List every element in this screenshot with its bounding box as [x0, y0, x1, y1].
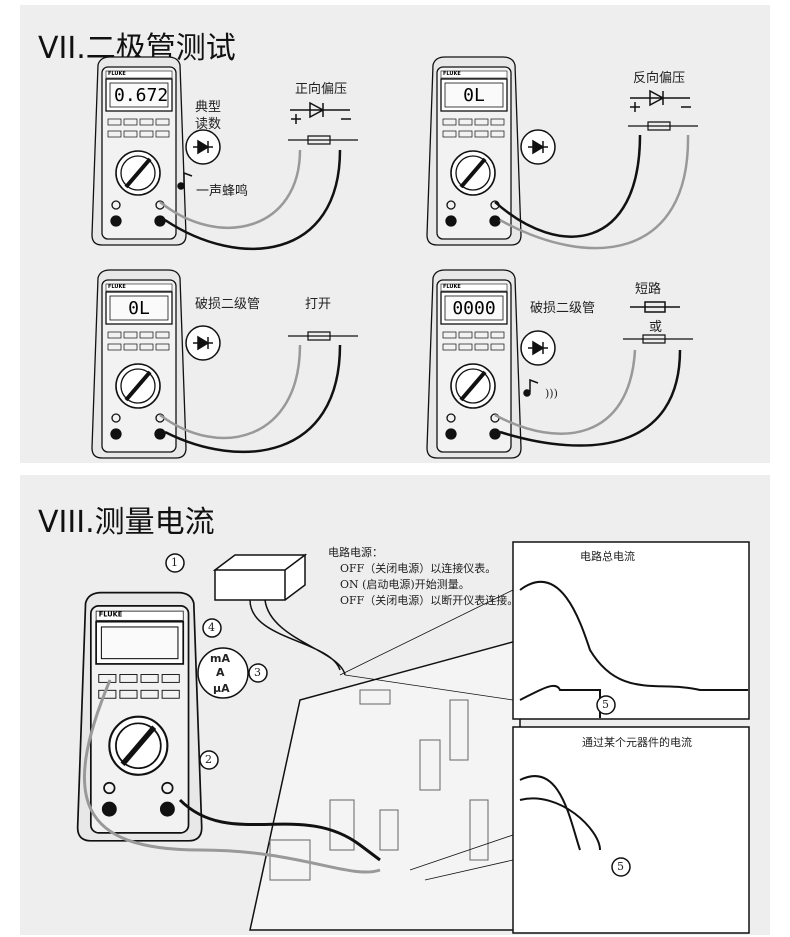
label: 打开	[305, 297, 332, 312]
inset-component-current	[512, 726, 750, 934]
music-note-icon	[183, 171, 193, 185]
brand-logo: FLUKE	[443, 284, 461, 290]
brand-logo: FLUKE	[108, 284, 126, 290]
multimeter: FLUKE	[75, 590, 204, 849]
brand-logo: FLUKE	[108, 71, 126, 77]
display-reading: 0L	[128, 298, 150, 319]
callout: 1	[171, 556, 178, 569]
display-reading: 0L	[463, 85, 485, 106]
diode-icon	[185, 129, 556, 366]
label: 短路	[635, 282, 662, 297]
multimeter: FLUKE 0000	[425, 268, 523, 464]
unit: μA	[213, 682, 230, 695]
label: 反向偏压	[633, 71, 686, 86]
beep-waves: )))	[545, 387, 558, 400]
step: OFF（关闭电源）以连接仪表。	[340, 562, 497, 575]
unit: A	[216, 666, 225, 679]
label: 一声蜂鸣	[196, 184, 249, 199]
inset-total-current	[512, 541, 750, 720]
multimeter: FLUKE 0L	[90, 268, 188, 464]
inset-title: 通过某个元器件的电流	[582, 736, 692, 749]
brand-logo: FLUKE	[98, 611, 123, 620]
callout: 4	[208, 621, 215, 634]
callout: 2	[205, 753, 212, 766]
label: 典型	[195, 100, 222, 115]
brand-logo: FLUKE	[443, 71, 461, 77]
diode-symbol	[290, 101, 350, 119]
display-reading: 0.672	[114, 85, 169, 106]
label: 破损二级管	[530, 301, 596, 316]
power-title: 电路电源：	[328, 546, 383, 559]
multimeter: FLUKE 0L	[425, 55, 523, 251]
callout: 5	[617, 860, 624, 873]
display-reading: 0000	[452, 298, 496, 319]
inset-title: 电路总电流	[580, 550, 635, 563]
label: 读数	[195, 117, 222, 132]
label: 或	[649, 320, 663, 335]
section-title: VIII.测量电流	[38, 505, 215, 540]
multimeter: FLUKE 0.672	[90, 55, 188, 251]
callout: 3	[254, 666, 261, 679]
step: OFF（关闭电源）以断开仪表连接。	[340, 594, 519, 607]
label: 破损二级管	[195, 297, 261, 312]
step: ON (启动电源)开始测量。	[340, 578, 470, 591]
power-supply	[212, 553, 308, 601]
label: 正向偏压	[295, 82, 348, 97]
callout: 5	[602, 698, 609, 711]
unit: mA	[210, 652, 230, 665]
circuit-board	[249, 639, 521, 931]
